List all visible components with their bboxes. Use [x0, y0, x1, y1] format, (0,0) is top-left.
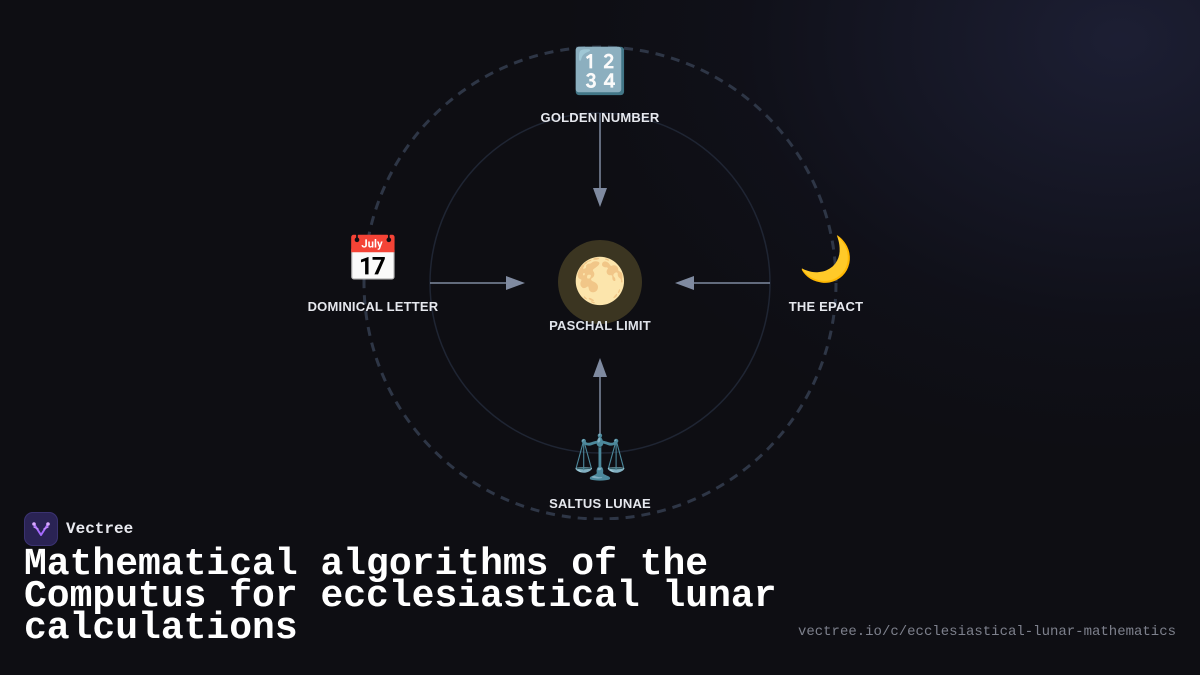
center-halo: [558, 240, 642, 324]
outer-ring: [362, 45, 838, 520]
arrow-right: [675, 276, 770, 290]
brand-name: Vectree: [66, 520, 134, 538]
arrow-top: [593, 113, 607, 207]
center-node-label: PASCHAL LIMIT: [549, 318, 651, 333]
node-saltus-lunae: ⚖️ SALTUS LUNAE: [549, 432, 651, 511]
node-golden-number: 🔢 GOLDEN NUMBER: [541, 46, 660, 125]
node-the-epact: 🌙 THE EPACT: [789, 234, 864, 314]
source-url: vectree.io/c/ecclesiastical-lunar-mathem…: [797, 624, 1176, 640]
arrow-left: [430, 276, 525, 290]
node-dominical-letter: 📅 DOMINICAL LETTER: [308, 234, 439, 314]
number-keys-icon: 🔢: [573, 46, 628, 96]
node-label-dominical-letter: DOMINICAL LETTER: [308, 299, 439, 314]
crescent-moon-icon: 🌙: [799, 234, 854, 285]
center-node: 🌕 PASCHAL LIMIT: [549, 240, 651, 333]
page-title: Mathematical algorithms of the Computus …: [24, 543, 777, 650]
node-label-saltus-lunae: SALTUS LUNAE: [549, 496, 651, 511]
computus-diagram: 🌕 PASCHAL LIMIT 🔢 GOLDEN NUMBER 📅 DOMINI…: [308, 45, 864, 520]
brand: Vectree: [24, 512, 133, 546]
full-moon-icon: 🌕: [573, 256, 628, 306]
calendar-icon: 📅: [346, 234, 401, 284]
node-label-the-epact: THE EPACT: [789, 299, 864, 314]
vectree-logo-icon: [24, 512, 58, 546]
balance-scale-icon: ⚖️: [573, 432, 628, 482]
arrow-bottom: [593, 358, 607, 435]
node-label-golden-number: GOLDEN NUMBER: [541, 110, 660, 125]
